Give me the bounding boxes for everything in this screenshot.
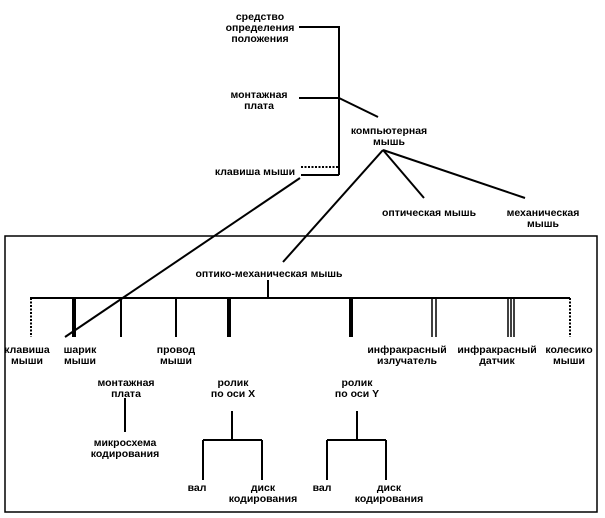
label-mouse-button-top-line-1: клавиша мыши: [215, 166, 295, 178]
label-mouse-wheel-line-1: колесико: [545, 344, 592, 356]
label-roller-x-line-1: ролик: [218, 377, 250, 389]
label-ir-emitter-line-2: излучатель: [377, 355, 437, 367]
optomechanical-frame: [4, 235, 598, 513]
label-mouse-wheel-line-2: мыши: [553, 355, 585, 367]
label-mounting-board-top-line-1: монтажная: [230, 89, 287, 101]
label-position-device-line-1: средство: [236, 11, 284, 23]
label-mechanical-mouse-line-1: механическая: [507, 207, 580, 219]
label-position-device-line-3: положения: [231, 33, 288, 45]
lower-subtrees: [124, 398, 387, 480]
label-computer-mouse-line-1: компьютерная: [351, 125, 427, 137]
label-roller-y-line-1: ролик: [342, 377, 374, 389]
label-shaft-x-line-1: вал: [188, 482, 207, 494]
label-optomechanical-mouse-line-1: оптико-механическая мышь: [195, 268, 343, 280]
label-optical-mouse: оптическая мышь: [382, 207, 477, 219]
label-roller-x-line-2: по оси X: [211, 388, 255, 400]
label-encoding-chip-line-1: микросхема: [94, 437, 157, 449]
label-computer-mouse-line-2: мышь: [373, 136, 405, 148]
label-disk-y-line-1: диск: [377, 482, 402, 494]
component-bus: [30, 280, 571, 337]
label-mouse-button-top: клавиша мыши: [215, 166, 295, 178]
label-ir-emitter-line-1: инфракрасный: [367, 344, 446, 356]
label-mouse-button-line-2: мыши: [11, 355, 43, 367]
top-tree-lines: [64, 26, 526, 338]
label-mounting-board-line-2: плата: [111, 388, 141, 400]
label-roller-y-line-2: по оси Y: [335, 388, 379, 400]
edge-mechanical-mouse: [382, 149, 526, 199]
label-disk-x-line-1: диск: [251, 482, 276, 494]
label-ir-sensor-line-1: инфракрасный: [457, 344, 536, 356]
edge-cross-mouse-button: [64, 177, 301, 338]
label-encoding-chip-line-2: кодирования: [91, 448, 159, 460]
label-shaft-y-line-1: вал: [313, 482, 332, 494]
label-optical-mouse-line-1: оптическая мышь: [382, 207, 477, 219]
label-mechanical-mouse-line-2: мышь: [527, 218, 559, 230]
edge-to-computer-mouse: [338, 97, 379, 118]
label-shaft-x: вал: [188, 482, 207, 494]
label-mouse-wire-line-1: провод: [157, 344, 196, 356]
label-disk-y-line-2: кодирования: [355, 493, 423, 505]
edge-optomechanical-mouse: [282, 149, 384, 263]
edge-optical-mouse: [382, 149, 425, 199]
label-shaft-y: вал: [313, 482, 332, 494]
label-optomechanical-mouse: оптико-механическая мышь: [195, 268, 343, 280]
label-mouse-button-line-1: клавиша: [4, 344, 50, 356]
label-mouse-ball-line-1: шарик: [64, 344, 97, 356]
label-ir-sensor-line-2: датчик: [479, 355, 515, 367]
label-mouse-ball-line-2: мыши: [64, 355, 96, 367]
label-mounting-board-top-line-2: плата: [244, 100, 274, 112]
edge-position-device: [299, 26, 340, 175]
label-mounting-board-line-1: монтажная: [97, 377, 154, 389]
label-position-device-line-2: определения: [226, 22, 295, 34]
label-mouse-wire-line-2: мыши: [160, 355, 192, 367]
label-disk-x-line-2: кодирования: [229, 493, 297, 505]
